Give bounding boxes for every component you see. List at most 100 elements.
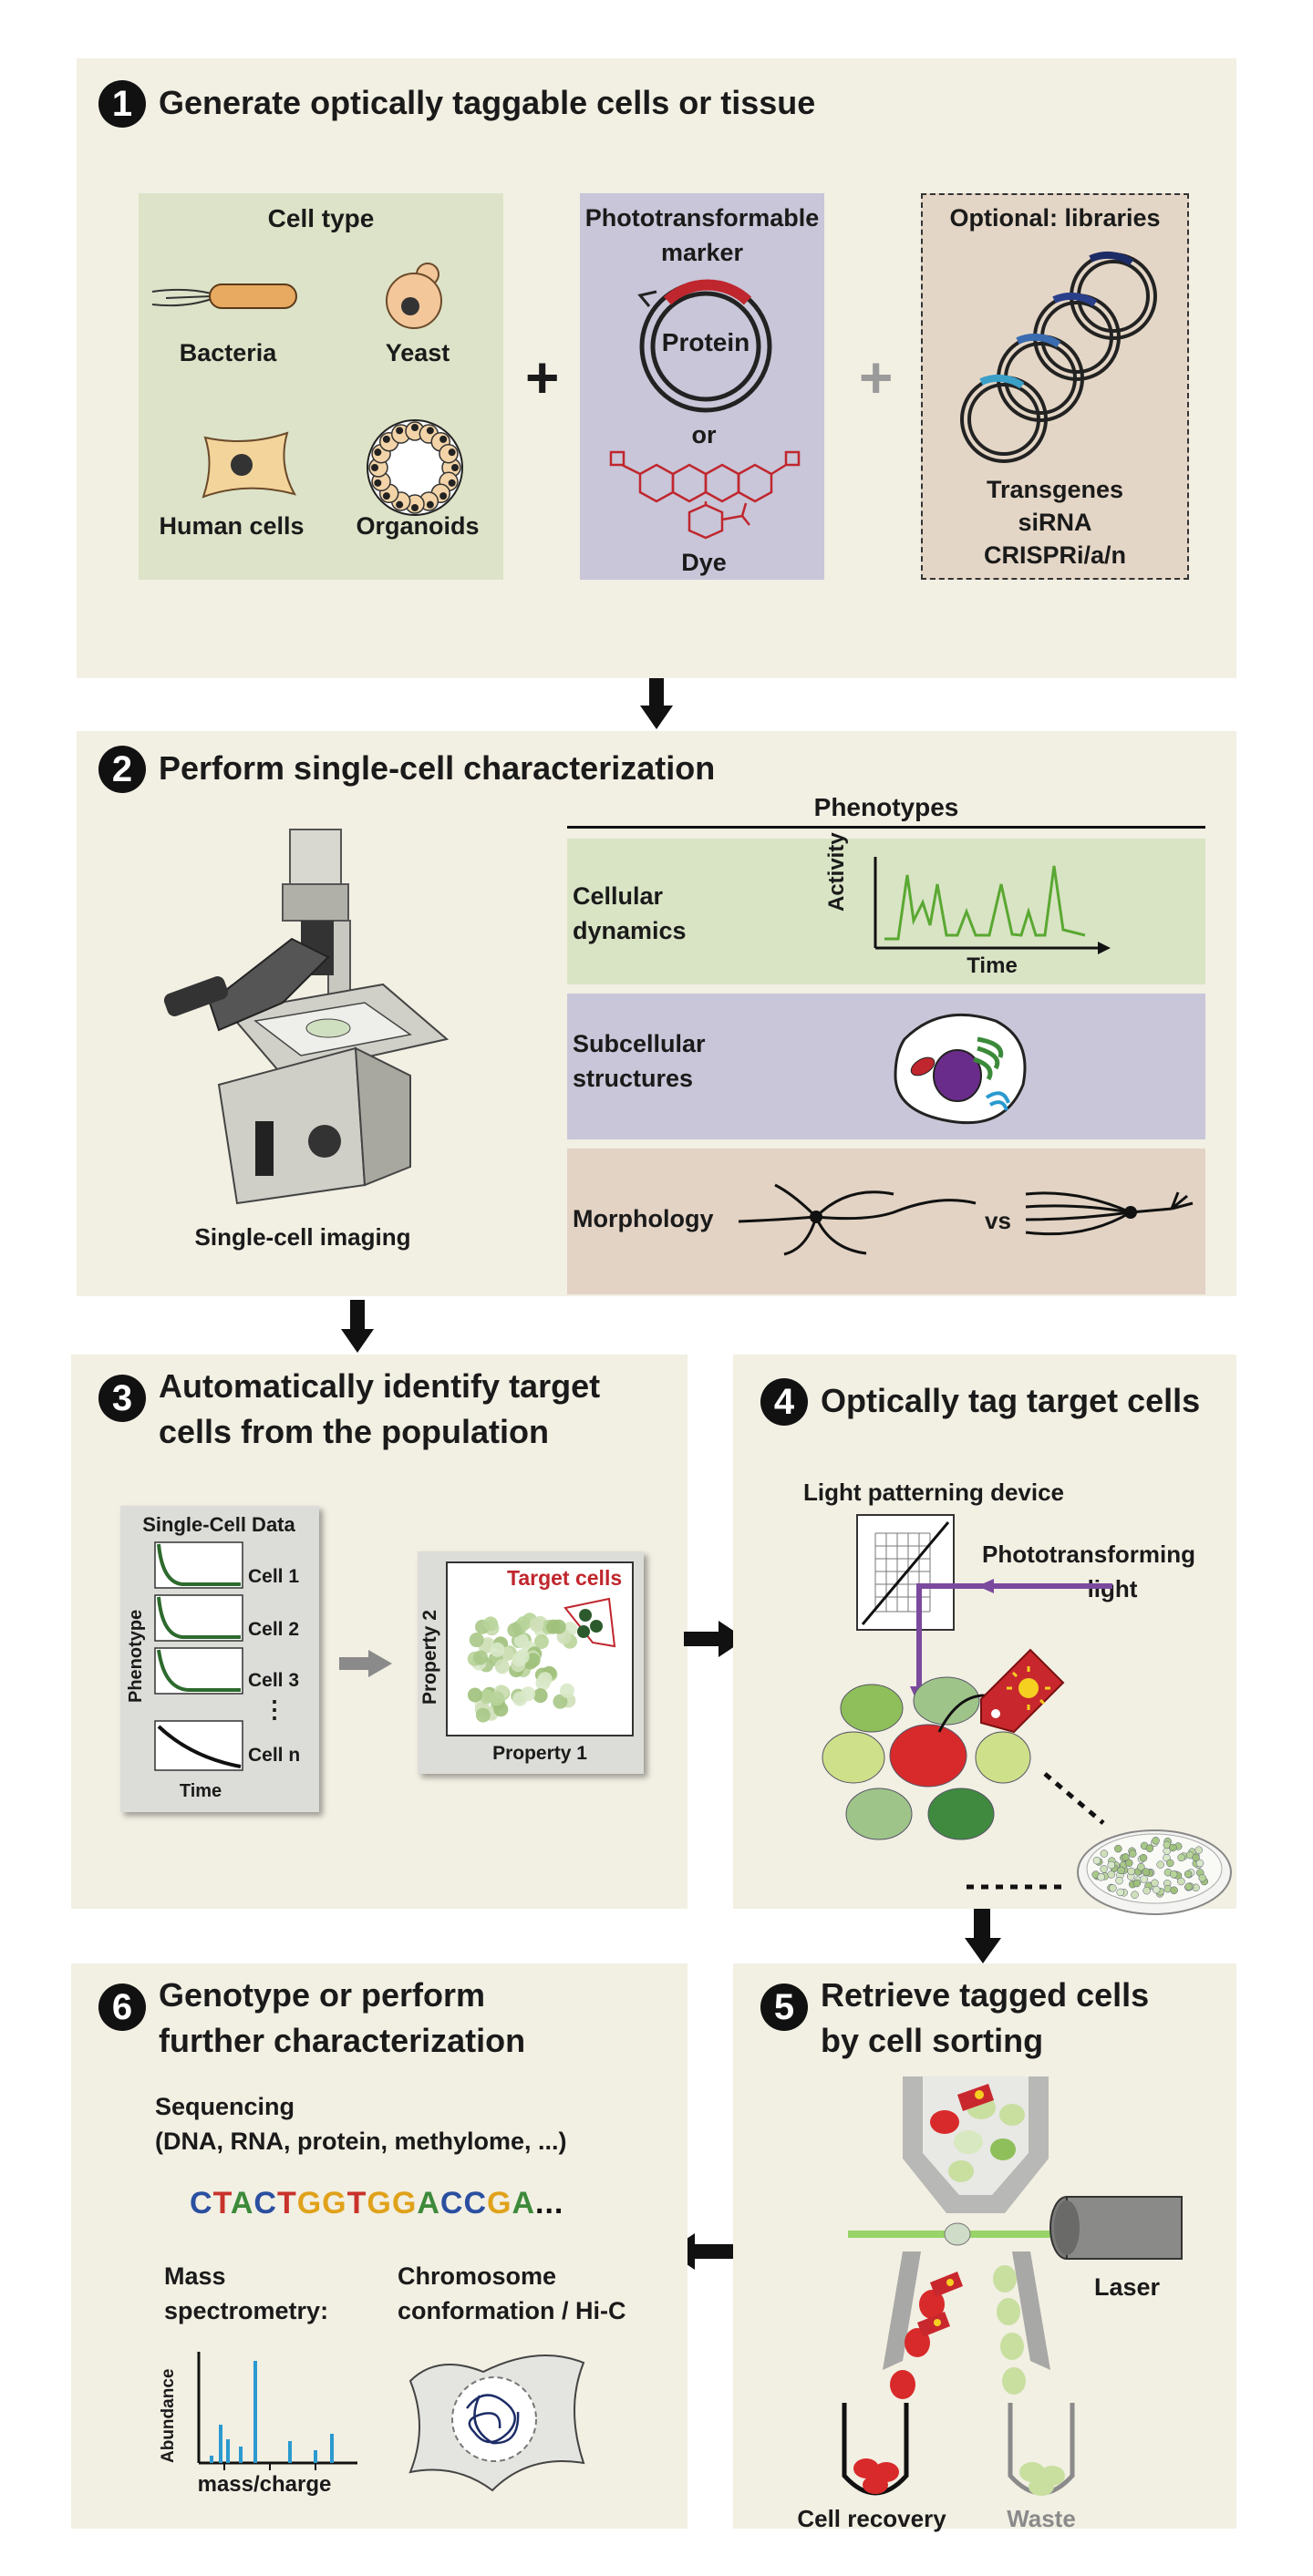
activity-axis-label: Activity (824, 832, 849, 912)
dish-cell (1122, 1853, 1130, 1861)
sirna-label: siRNA (1018, 509, 1092, 536)
phenotype-axis-label: Phenotype (126, 1609, 146, 1703)
dynamics-label-1: Cellular (573, 882, 664, 910)
panel-2-title: 2 Perform single-cell characterization (98, 746, 715, 793)
dish-cell (1156, 1860, 1164, 1869)
single-cell-data-title: Single-Cell Data (142, 1513, 295, 1536)
population-point (467, 1687, 482, 1703)
dynamics-box (567, 839, 1205, 984)
morphology-label: Morphology (573, 1205, 714, 1232)
mass-charge-axis-label: mass/charge (197, 2472, 332, 2497)
marker-title-line2: marker (660, 239, 744, 266)
dna-base: T (276, 2186, 297, 2221)
organoid-nucleus (371, 464, 378, 471)
dish-cell (1142, 1868, 1151, 1876)
dish-cell (1177, 1853, 1185, 1862)
arrow-1-to-2 (640, 678, 673, 729)
population-point (494, 1659, 510, 1674)
dish-cell (1116, 1888, 1124, 1897)
step-number-5: 5 (760, 1984, 808, 2031)
cell-2-label: Cell 2 (248, 1619, 300, 1640)
sorting-deflectors-and-droplets (883, 2251, 1050, 2399)
yeast-label: Yeast (385, 339, 450, 366)
panel-2-heading: Perform single-cell characterization (159, 749, 716, 787)
dish-cell (1142, 1886, 1151, 1895)
arrow-2-to-3 (341, 1300, 374, 1353)
organoid-nucleus (411, 504, 419, 511)
dna-base: T (212, 2186, 231, 2221)
dish-cell (1128, 1850, 1137, 1858)
dish-cell (1124, 1859, 1133, 1867)
cell-n-label: Cell n (248, 1745, 301, 1766)
dish-cell (1107, 1870, 1115, 1879)
organoid-nucleus (396, 500, 404, 509)
dish-cell (1114, 1844, 1122, 1853)
dish-cell (1195, 1859, 1204, 1868)
marker-box (580, 193, 824, 580)
dna-base: C (463, 2186, 487, 2221)
phenotypes-rule (567, 826, 1205, 829)
dish-zoom-dotted-lines (967, 1772, 1105, 1890)
cell-layer-ovals (822, 1676, 1031, 1840)
recovery-tube-icon (842, 2403, 909, 2496)
dish-cell (1177, 1877, 1185, 1886)
protein-label: Protein (661, 328, 750, 356)
dna-base: T (346, 2186, 367, 2221)
dish-cell (1117, 1866, 1125, 1875)
laser-device-icon (1049, 2196, 1183, 2260)
arrow-gray-right (339, 1650, 392, 1677)
human-cells-label: Human cells (159, 512, 305, 540)
panel-5-title: 5 Retrieve tagged cells by cell sorting (760, 1973, 1149, 2064)
plus-sign: + (525, 345, 560, 410)
panel-3-heading-1: Automatically identify target (159, 1367, 601, 1405)
laser-beam (848, 2222, 1067, 2246)
panel-5-heading-1: Retrieve tagged cells (821, 1976, 1150, 2014)
population-point (513, 1633, 529, 1648)
dish-cell (1169, 1843, 1177, 1852)
dish-cell (1131, 1891, 1139, 1899)
dish-cell (1145, 1844, 1154, 1852)
optional-plus-sign: + (859, 345, 894, 410)
laser-label: Laser (1094, 2273, 1161, 2301)
organoid-nucleus (426, 500, 434, 509)
dish-cell (1169, 1870, 1178, 1879)
property-1-label: Property 1 (492, 1743, 587, 1764)
dynamics-time-label: Time (967, 953, 1018, 978)
dish-cell (1184, 1870, 1193, 1879)
sequencing-label-2: (DNA, RNA, protein, methylome, ...) (155, 2128, 567, 2155)
dish-cell (1109, 1884, 1117, 1892)
mass-spectrum-chart (197, 2352, 357, 2470)
step-number-6: 6 (98, 1984, 146, 2031)
organoid-nucleus (451, 464, 459, 471)
bacteria-label: Bacteria (179, 339, 277, 366)
plasmid-icon (637, 279, 772, 413)
subcellular-box (567, 994, 1205, 1139)
dish-cell (1100, 1850, 1109, 1858)
panel-1-heading: Generate optically taggable cells or tis… (159, 84, 816, 121)
hic-cell-icon (408, 2354, 585, 2492)
more-cells-dots: ⋮ (263, 1695, 286, 1723)
dish-cell (1100, 1865, 1108, 1873)
property-2-label: Property 2 (419, 1610, 440, 1705)
transgenes-label: Transgenes (986, 476, 1124, 503)
cell-type-title: Cell type (267, 204, 375, 232)
dish-cell (1140, 1875, 1148, 1883)
dna-base: A (230, 2186, 254, 2221)
single-cell-traces (154, 1541, 243, 1771)
dish-cell (1170, 1886, 1178, 1894)
population-point (483, 1616, 499, 1632)
dna-base: G (322, 2186, 347, 2221)
crispr-label: CRISPRi/a/n (983, 541, 1127, 569)
panel-6 (71, 1963, 688, 2529)
cell-recovery-label: Cell recovery (797, 2505, 946, 2532)
dna-base: A (512, 2186, 536, 2221)
dna-base: G (367, 2186, 392, 2221)
marker-title-line1: Phototransformable (584, 204, 820, 232)
organoid-nucleus (382, 492, 390, 500)
arrow-4-to-5 (965, 1909, 1001, 1963)
cell-1-label: Cell 1 (248, 1566, 300, 1587)
panel-5-heading-2: by cell sorting (821, 2022, 1044, 2059)
target-point (590, 1620, 603, 1633)
dish-cell (1092, 1856, 1101, 1865)
phenotypes-title: Phenotypes (813, 793, 959, 821)
